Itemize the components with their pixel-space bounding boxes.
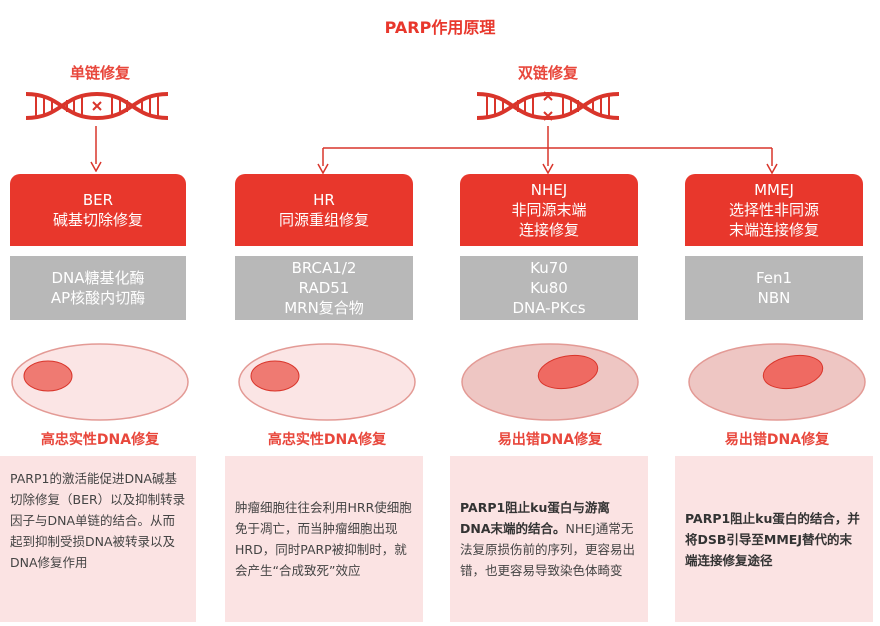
- hr-outcome: 高忠实性DNA修复: [267, 432, 387, 448]
- nhej-protein: Ku70: [530, 259, 568, 277]
- hr-protein: RAD51: [298, 279, 350, 297]
- ber-header-line: 碱基切除修复: [52, 211, 143, 229]
- nhej-protein: DNA-PKcs: [512, 299, 586, 317]
- nhej-description-bold: PARP1阻止ku蛋白与游离DNA末端的结合。: [460, 500, 610, 536]
- ber-cell-image: [11, 343, 189, 421]
- double-strand-connector: [317, 126, 778, 174]
- ber-description: PARP1的激活能促进DNA碱基切除修复（BER）以及抑制转录因子与DNA单链的…: [0, 456, 196, 622]
- hr-description-text: 肿瘤细胞往往会利用HRR使细胞免于凋亡，而当肿瘤细胞出现HRD，同时PARP被抑…: [235, 500, 412, 578]
- single-strand-label: 单链修复: [69, 64, 130, 82]
- nhej-header-line: 连接修复: [518, 221, 579, 239]
- mmej-header-line: 末端连接修复: [728, 221, 819, 239]
- mmej-description: PARP1阻止ku蛋白的结合，并将DSB引导至MMEJ替代的末端连接修复途径: [675, 456, 873, 622]
- nhej-cell-image: [461, 343, 639, 421]
- ber-proteins: DNA糖基化酶 AP核酸内切酶: [10, 256, 186, 320]
- nhej-header-line: 非同源末端: [511, 201, 587, 219]
- hr-cell-image: [238, 343, 416, 421]
- mmej-header: MMEJ 选择性非同源 末端连接修复: [685, 174, 863, 246]
- hr-protein: MRN复合物: [284, 299, 364, 317]
- mmej-description-bold: PARP1阻止ku蛋白的结合，并将DSB引导至MMEJ替代的末端连接修复途径: [685, 510, 860, 568]
- double-strand-label: 双链修复: [517, 64, 578, 82]
- arrow-to-ber: [90, 126, 102, 172]
- hr-header-line: 同源重组修复: [278, 211, 369, 229]
- mmej-header-line: 选择性非同源: [728, 201, 819, 219]
- nhej-description: PARP1阻止ku蛋白与游离DNA末端的结合。NHEJ通常无法复原损伤前的序列，…: [450, 456, 648, 622]
- ber-description-text: PARP1的激活能促进DNA碱基切除修复（BER）以及抑制转录因子与DNA单链的…: [10, 471, 186, 570]
- nhej-description-text: NHEJ通常无法复原损伤前的序列，更容易出错，也更容易导致染色体畸变: [460, 521, 636, 578]
- nhej-outcome: 易出错DNA修复: [497, 432, 603, 448]
- ber-header-line: BER: [82, 191, 114, 209]
- ber-protein: AP核酸内切酶: [50, 289, 146, 307]
- hr-header: HR 同源重组修复: [235, 174, 413, 246]
- hr-protein: BRCA1/2: [291, 259, 357, 277]
- page-title: PARP作用原理: [384, 18, 496, 37]
- hr-header-line: HR: [313, 191, 335, 209]
- nhej-header: NHEJ 非同源末端 连接修复: [460, 174, 638, 246]
- mmej-header-line: MMEJ: [754, 181, 794, 199]
- double-strand-dna-icon: [476, 91, 620, 121]
- nhej-header-line: NHEJ: [530, 181, 568, 199]
- hr-description: 肿瘤细胞往往会利用HRR使细胞免于凋亡，而当肿瘤细胞出现HRD，同时PARP被抑…: [225, 456, 423, 622]
- nhej-protein: Ku80: [530, 279, 568, 297]
- ber-outcome: 高忠实性DNA修复: [40, 432, 160, 448]
- mmej-proteins: Fen1 NBN: [685, 256, 863, 320]
- nhej-proteins: Ku70 Ku80 DNA-PKcs: [460, 256, 638, 320]
- mmej-outcome: 易出错DNA修复: [724, 432, 830, 448]
- single-strand-dna-icon: [25, 91, 169, 121]
- mmej-cell-image: [688, 343, 866, 421]
- ber-header: BER 碱基切除修复: [10, 174, 186, 246]
- hr-proteins: BRCA1/2 RAD51 MRN复合物: [235, 256, 413, 320]
- mmej-protein: Fen1: [755, 269, 793, 287]
- ber-protein: DNA糖基化酶: [51, 269, 145, 287]
- mmej-protein: NBN: [757, 289, 791, 307]
